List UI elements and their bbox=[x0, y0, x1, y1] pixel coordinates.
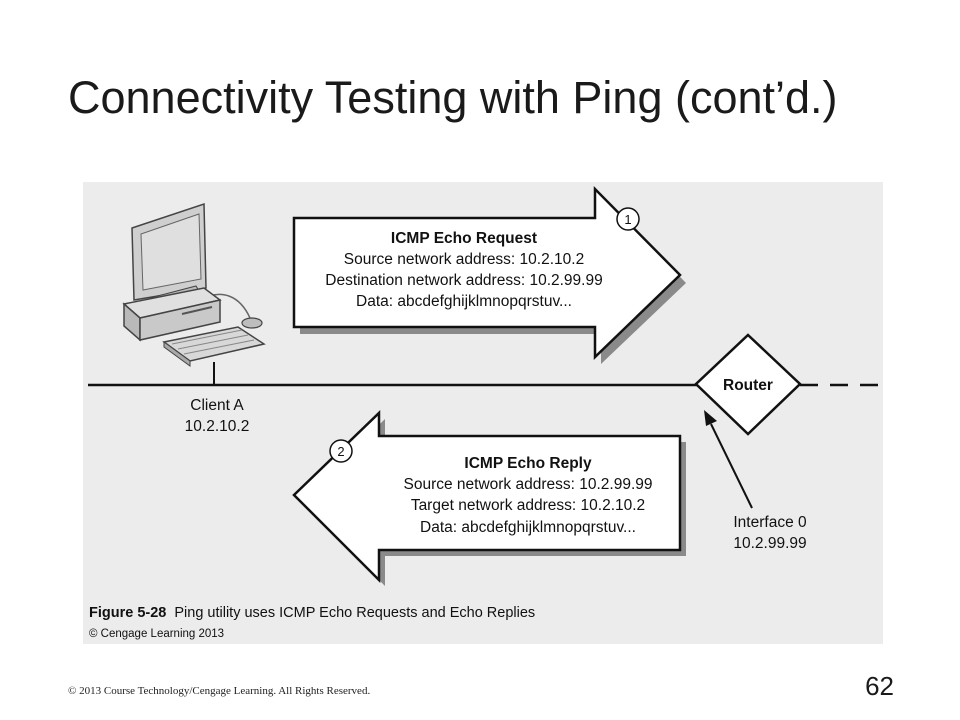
interface-pointer-line bbox=[710, 423, 753, 509]
reply-source-line: Source network address: 10.2.99.99 bbox=[403, 476, 652, 493]
figure-caption-text: Ping utility uses ICMP Echo Requests and… bbox=[174, 605, 535, 621]
request-title: ICMP Echo Request bbox=[391, 230, 537, 247]
figure-label: Figure 5-28 bbox=[89, 605, 166, 621]
network-diagram-figure: 1 ICMP Echo Request Source network addre… bbox=[83, 182, 883, 644]
router-icon bbox=[694, 333, 802, 436]
reply-title: ICMP Echo Reply bbox=[464, 455, 592, 472]
reply-data-line: Data: abcdefghijklmnopqrstuv... bbox=[420, 519, 636, 536]
interface-name-label: Interface 0 bbox=[733, 514, 807, 531]
reply-arrow bbox=[292, 410, 682, 584]
request-source-line: Source network address: 10.2.10.2 bbox=[344, 251, 584, 268]
figure-credit: © Cengage Learning 2013 bbox=[89, 628, 224, 640]
figure-caption: Figure 5-28 Ping utility uses ICMP Echo R… bbox=[89, 605, 535, 621]
step-1-number: 1 bbox=[624, 212, 631, 227]
computer-icon bbox=[122, 202, 266, 367]
step-2-badge bbox=[329, 439, 353, 463]
reply-target-line: Target network address: 10.2.10.2 bbox=[411, 497, 645, 514]
request-destination-line: Destination network address: 10.2.99.99 bbox=[325, 272, 602, 289]
step-1-badge bbox=[616, 207, 640, 231]
request-data-line: Data: abcdefghijklmnopqrstuv... bbox=[356, 293, 572, 310]
client-name-label: Client A bbox=[190, 397, 244, 414]
interface-pointer-arrowhead bbox=[704, 410, 717, 426]
slide-title: Connectivity Testing with Ping (cont’d.) bbox=[68, 72, 838, 123]
request-arrow bbox=[292, 185, 682, 360]
router-label: Router bbox=[723, 377, 773, 394]
client-ip-label: 10.2.10.2 bbox=[185, 418, 250, 435]
step-2-number: 2 bbox=[337, 444, 344, 459]
interface-ip-label: 10.2.99.99 bbox=[733, 535, 806, 552]
page-number: 62 bbox=[865, 671, 894, 701]
copyright-footer: © 2013 Course Technology/Cengage Learnin… bbox=[68, 685, 371, 697]
